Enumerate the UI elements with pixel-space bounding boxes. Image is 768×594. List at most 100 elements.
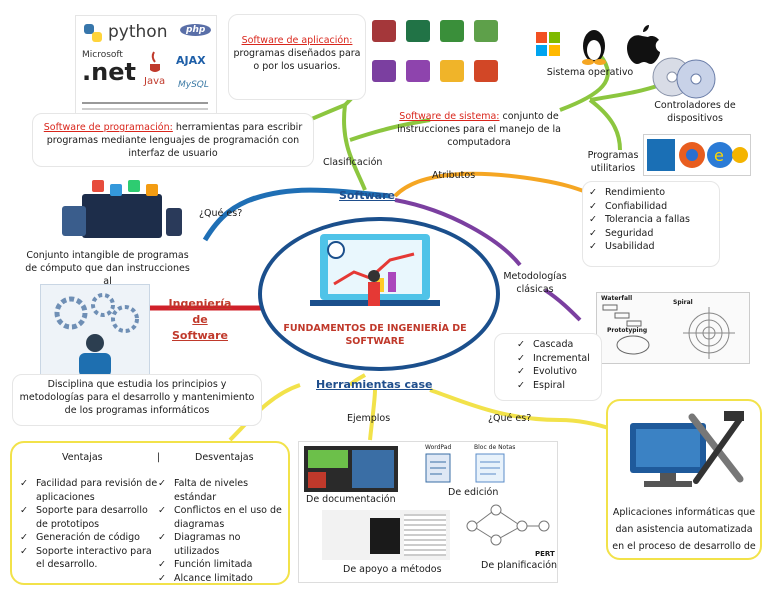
- utilities-image: e: [643, 134, 751, 176]
- dreamweaver-icon: [308, 450, 348, 468]
- advantages-header: Ventajas: [62, 452, 103, 463]
- python-logo-text: python: [108, 22, 168, 42]
- metodos-label: De apoyo a métodos: [343, 564, 442, 575]
- spiral-label: Spiral: [673, 299, 693, 306]
- wordpad-icon: [425, 453, 451, 483]
- ingenieria-title: Ingeniería de Software: [168, 297, 232, 342]
- pert-diagram-icon: [466, 504, 550, 546]
- attribute-item: Tolerancia a fallas: [589, 213, 690, 227]
- planificacion-label: De planificación: [481, 560, 558, 571]
- dotnet-logo-text: .net: [82, 58, 136, 86]
- method-diagram-drawings: [602, 304, 735, 359]
- attributes-box: Rendimiento Confiabilidad Tolerancia a f…: [582, 181, 720, 267]
- driver-disks-image: [652, 57, 716, 99]
- binary-data-icon: [404, 514, 446, 556]
- app-software-box: [228, 14, 366, 100]
- documentacion-label: De documentación: [306, 494, 396, 505]
- methodology-item: Incremental: [517, 352, 590, 366]
- windows-logo-icon: [536, 32, 560, 56]
- center-illustration: [310, 234, 440, 306]
- drivers-label: Controladores de dispositivos: [654, 100, 736, 124]
- methodologies-list: Cascada Incremental Evolutivo Espiral: [517, 338, 590, 392]
- advantages-list: Facilidad para revisión de aplicaciones …: [20, 477, 158, 572]
- edicion-label: De edición: [448, 487, 499, 498]
- prog-software-label: Software de programación:: [43, 122, 173, 133]
- os-label: Sistema operativo: [546, 67, 634, 78]
- attribute-item: Seguridad: [589, 227, 690, 241]
- attributes-list: Rendimiento Confiabilidad Tolerancia a f…: [589, 186, 690, 254]
- laptop-icon: [82, 194, 162, 238]
- methodology-item: Evolutivo: [517, 365, 590, 379]
- app-software-description: programas diseñados para o por los usuar…: [233, 48, 361, 72]
- disadvantage-item: Alcance limitado: [158, 572, 286, 586]
- java-cup-icon: [150, 51, 160, 72]
- wordpad-label: WordPad: [425, 444, 452, 451]
- documentation-tools-image: [304, 446, 398, 492]
- methodology-item: Cascada: [517, 338, 590, 352]
- methodologies-diagrams-image: Waterfall Spiral Prototyping: [596, 292, 750, 364]
- pert-label: PERT: [535, 550, 555, 558]
- doc-tool-icon: [352, 450, 394, 488]
- editor-icons: [425, 453, 505, 483]
- sys-software-text: Software de sistema: conjunto de instruc…: [394, 110, 564, 149]
- browser-logos-icon: e: [679, 142, 748, 168]
- engineer-image: [40, 284, 150, 382]
- svg-text:e: e: [714, 146, 724, 165]
- microsoft-logo-text: Microsoft: [82, 50, 123, 60]
- groove-icon: [474, 20, 498, 42]
- bloc-label: Bloc de Notas: [474, 444, 516, 451]
- python-logo-icon: [84, 24, 102, 42]
- methodology-item: Espiral: [517, 379, 590, 393]
- waterfall-label: Waterfall: [601, 295, 633, 302]
- attribute-item: Rendimiento: [589, 186, 690, 200]
- disadvantages-list: Falta de niveles estándar Conflictos en …: [158, 477, 286, 585]
- linux-tux-icon: [582, 30, 606, 65]
- metodologias-label: Metodologías clásicas: [503, 271, 567, 295]
- app-tile-icon: [146, 184, 158, 196]
- case-que-es-label: ¿Qué es?: [488, 413, 532, 424]
- disadvantage-item: Conflictos en el uso de diagramas: [158, 504, 286, 531]
- utilities-label: Programas utilitarios: [587, 150, 639, 174]
- sys-software-description: conjunto de instrucciones para el manejo…: [397, 111, 561, 148]
- windows8-icon: [647, 139, 675, 171]
- apple-logo-icon: [627, 25, 660, 64]
- methods-support-image: [322, 510, 450, 560]
- atributos-label: Atributos: [432, 170, 476, 181]
- app-tile-icon: [92, 180, 104, 192]
- outlook-icon: [440, 60, 464, 82]
- center-title: FUNDAMENTOS DE INGENIERÍA DE SOFTWARE: [283, 323, 467, 347]
- prog-software-box: [32, 113, 314, 167]
- app-tile-icon: [110, 184, 122, 196]
- powerpoint-icon: [474, 60, 498, 82]
- methodologies-box: Cascada Incremental Evolutivo Espiral: [494, 333, 602, 401]
- black-box-icon: [370, 518, 400, 554]
- advantage-item: Facilidad para revisión de aplicaciones: [20, 477, 158, 504]
- computer-tools-icon: [630, 411, 744, 487]
- clasificacion-label: Clasificación: [323, 157, 383, 168]
- advantage-item: Generación de código: [20, 531, 158, 545]
- prototyping-label: Prototyping: [607, 327, 648, 334]
- sys-software-label: Software de sistema:: [399, 111, 500, 122]
- ejemplos-label: Ejemplos: [347, 413, 391, 424]
- logo-divider: [82, 108, 208, 110]
- phone-icon: [166, 208, 182, 236]
- php-logo: php: [180, 24, 212, 36]
- case-definition: Aplicaciones informáticas que dan asiste…: [612, 507, 756, 552]
- case-definition-box: Aplicaciones informáticas que dan asiste…: [606, 399, 762, 560]
- devices-apps-image: [62, 180, 187, 242]
- os-logos-image: [536, 25, 660, 65]
- gears-engineer-icon: [54, 293, 139, 377]
- app-software-text: Software de aplicación: programas diseña…: [232, 34, 362, 73]
- mysql-logo-text: MySQL: [178, 80, 209, 90]
- software-que-es-label: ¿Qué es?: [199, 208, 243, 219]
- advantage-item: Soporte para desarrollo de prototipos: [20, 504, 158, 531]
- prog-software-text: Software de programación: herramientas p…: [36, 121, 310, 160]
- tablet-icon: [62, 206, 86, 236]
- frontpage-icon: [440, 20, 464, 42]
- disadvantage-item: Falta de niveles estándar: [158, 477, 286, 504]
- disadvantages-header: Desventajas: [195, 452, 254, 463]
- filezilla-icon: [308, 472, 326, 488]
- notepad-icon: [475, 453, 505, 483]
- programming-logos-image: python php Microsoft .net Java AJAX MySQ…: [75, 15, 217, 127]
